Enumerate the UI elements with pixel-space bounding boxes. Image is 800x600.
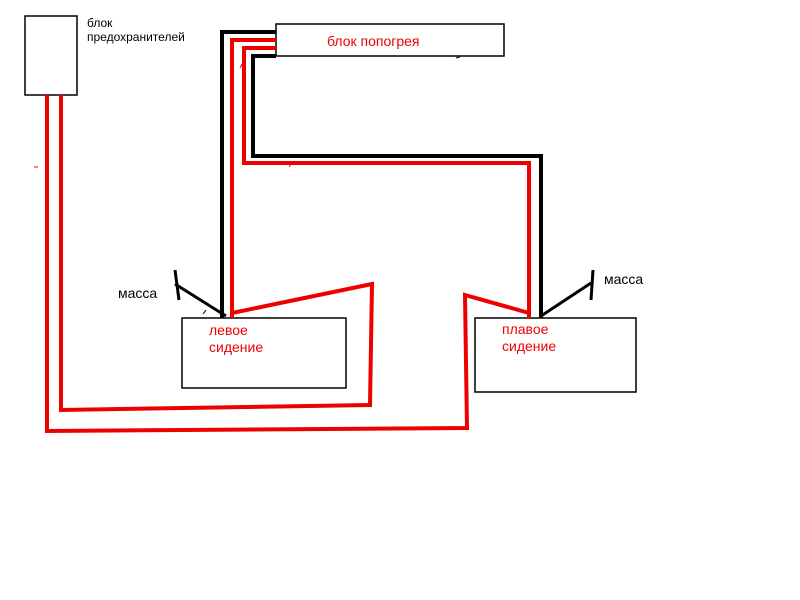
left-seat-box: [181, 317, 347, 389]
left-seat-label: левое сидение: [209, 322, 264, 355]
right-ground-label: масса: [604, 271, 644, 287]
fuse-to-left-seat-red-wire: [59, 95, 375, 413]
heater-to-right-seat-red-wire: [242, 46, 531, 318]
fuse-to-right-seat-red-wire: [45, 95, 530, 434]
stray-mark: [239, 63, 243, 69]
heater-to-right-seat-black-wire: [251, 54, 543, 318]
left-ground-label: масса: [118, 285, 158, 301]
heater-block-box: [275, 23, 505, 57]
heater-to-left-seat-red-wire: [230, 38, 276, 318]
right-seat-box: [474, 317, 637, 393]
right-ground-symbol: [589, 269, 595, 301]
right-seat-label: плавое сидение: [502, 321, 557, 354]
fuse-block-box: [24, 15, 78, 96]
left-seat-ground-wire: [174, 282, 227, 318]
right-seat-ground-wire: [540, 281, 592, 318]
heater-block-label: блок попогрея: [327, 33, 420, 49]
stray-mark: [455, 56, 461, 59]
fuse-block-label: блок предохранителей: [87, 16, 185, 45]
stray-mark: [202, 309, 207, 315]
heater-to-left-seat-black-wire: [220, 30, 276, 318]
stray-mark: [288, 163, 292, 168]
left-ground-symbol: [173, 269, 181, 301]
